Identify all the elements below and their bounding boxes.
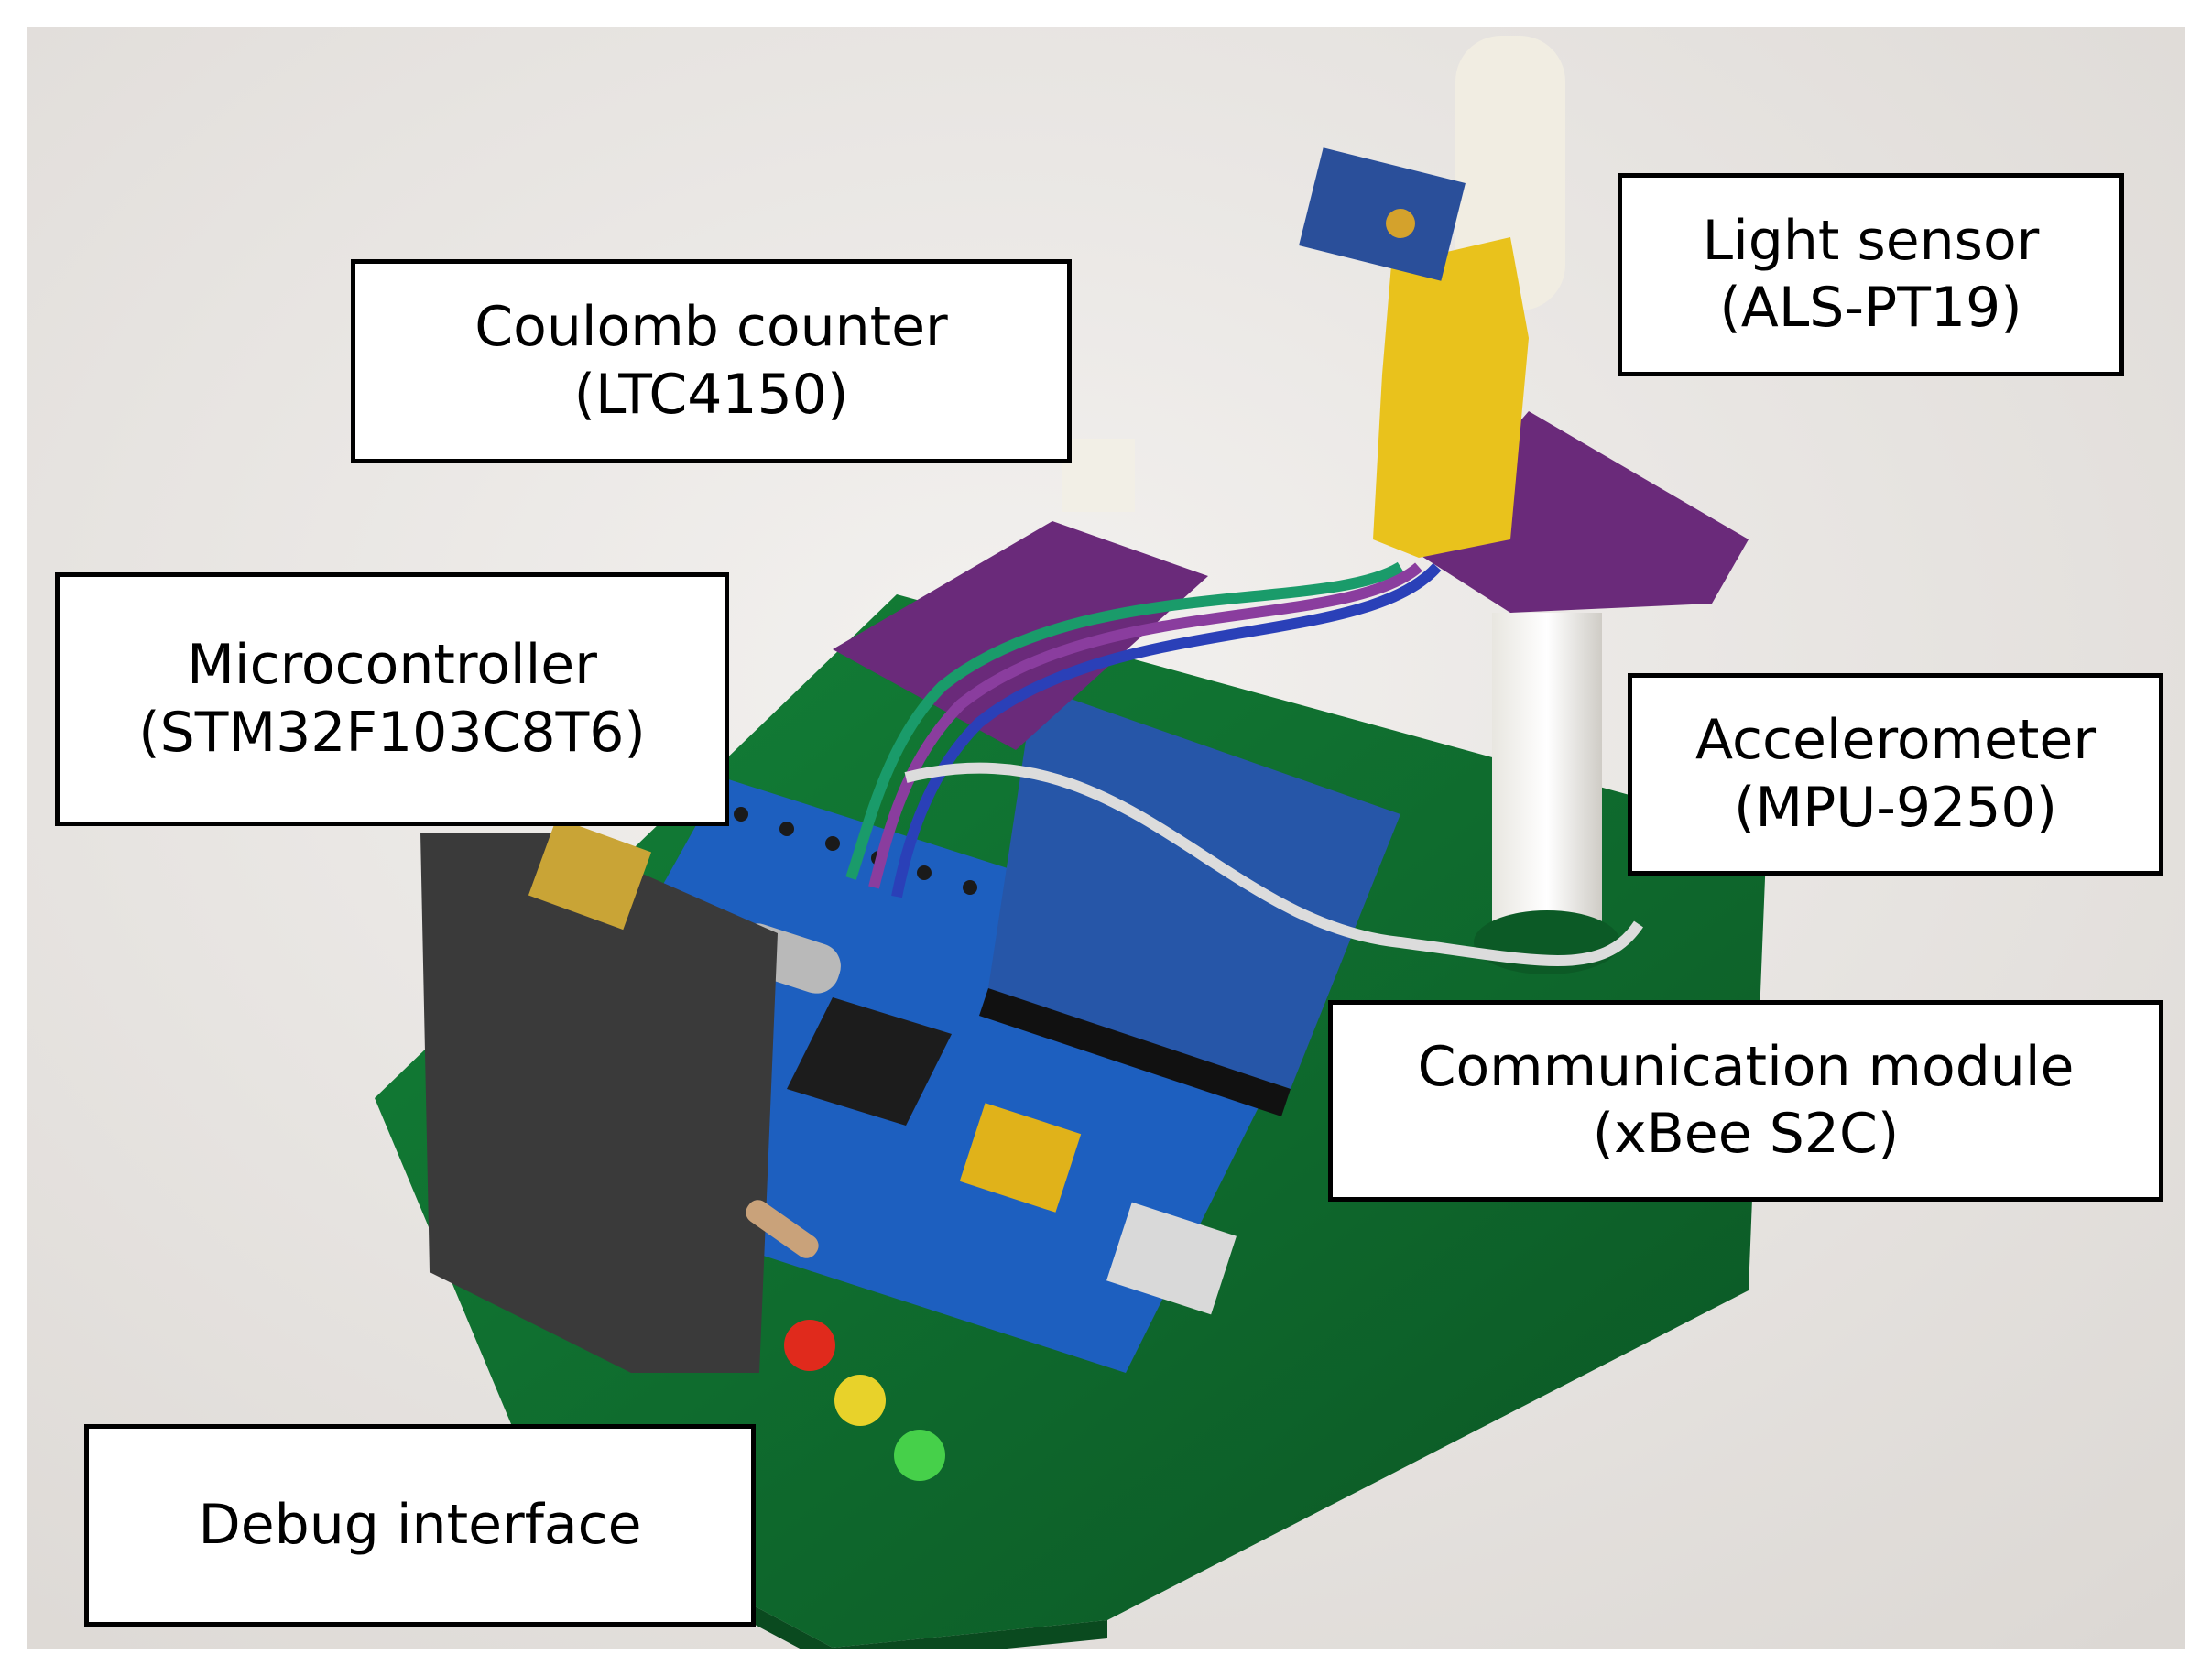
- coulomb-board: [833, 521, 1208, 750]
- mini-usb: [528, 817, 652, 931]
- wire-purple: [868, 562, 1422, 889]
- communication-module-label: Communication module (xBee S2C): [1328, 1000, 2163, 1202]
- pcb-edge: [539, 1492, 1107, 1649]
- standoff-pillar: [1492, 613, 1602, 942]
- wire-green: [845, 561, 1404, 880]
- accelerometer-label-line1: Accelerometer: [1695, 708, 2096, 773]
- debug-interface-label-line1: Debug interface: [198, 1492, 642, 1557]
- upper-pillar: [1455, 36, 1565, 310]
- wire-white: [904, 762, 1643, 966]
- coulomb-counter-label-line2: (LTC4150): [573, 362, 849, 427]
- led-yellow: [834, 1375, 886, 1426]
- accelerometer-label: Accelerometer (MPU-9250): [1628, 673, 2163, 876]
- stm32-chip: [787, 997, 952, 1126]
- coulomb-counter-label: Coulomb counter (LTC4150): [351, 259, 1072, 463]
- boot-jumpers: [959, 1103, 1082, 1213]
- light-sensor-label-line2: (ALS-PT19): [1719, 276, 2022, 340]
- jst-connector: [1062, 439, 1135, 512]
- usb-port: [1106, 1202, 1237, 1315]
- light-sensor-pcb: [1299, 147, 1466, 281]
- light-sensor-label-line1: Light sensor: [1702, 208, 2040, 273]
- yellow-sleeve: [1373, 237, 1529, 558]
- wire-blue: [891, 562, 1442, 898]
- light-sensor-label: Light sensor (ALS-PT19): [1618, 173, 2124, 376]
- resistor: [746, 1200, 819, 1258]
- communication-module-label-line1: Communication module: [1417, 1034, 2075, 1099]
- debug-board: [420, 833, 778, 1373]
- microcontroller-label-line1: Microcontroller: [187, 633, 597, 698]
- microcontroller-label-line2: (STM32F103C8T6): [138, 700, 646, 765]
- led-red: [784, 1320, 835, 1371]
- coulomb-counter-label-line1: Coulomb counter: [474, 295, 948, 360]
- microcontroller-label: Microcontroller (STM32F103C8T6): [55, 572, 729, 826]
- debug-interface-label: Debug interface: [84, 1424, 756, 1627]
- led-green: [894, 1430, 945, 1481]
- xbee-black-socket: [979, 988, 1291, 1116]
- communication-module-label-line2: (xBee S2C): [1592, 1102, 1900, 1166]
- accelerometer-label-line2: (MPU-9250): [1733, 775, 2058, 840]
